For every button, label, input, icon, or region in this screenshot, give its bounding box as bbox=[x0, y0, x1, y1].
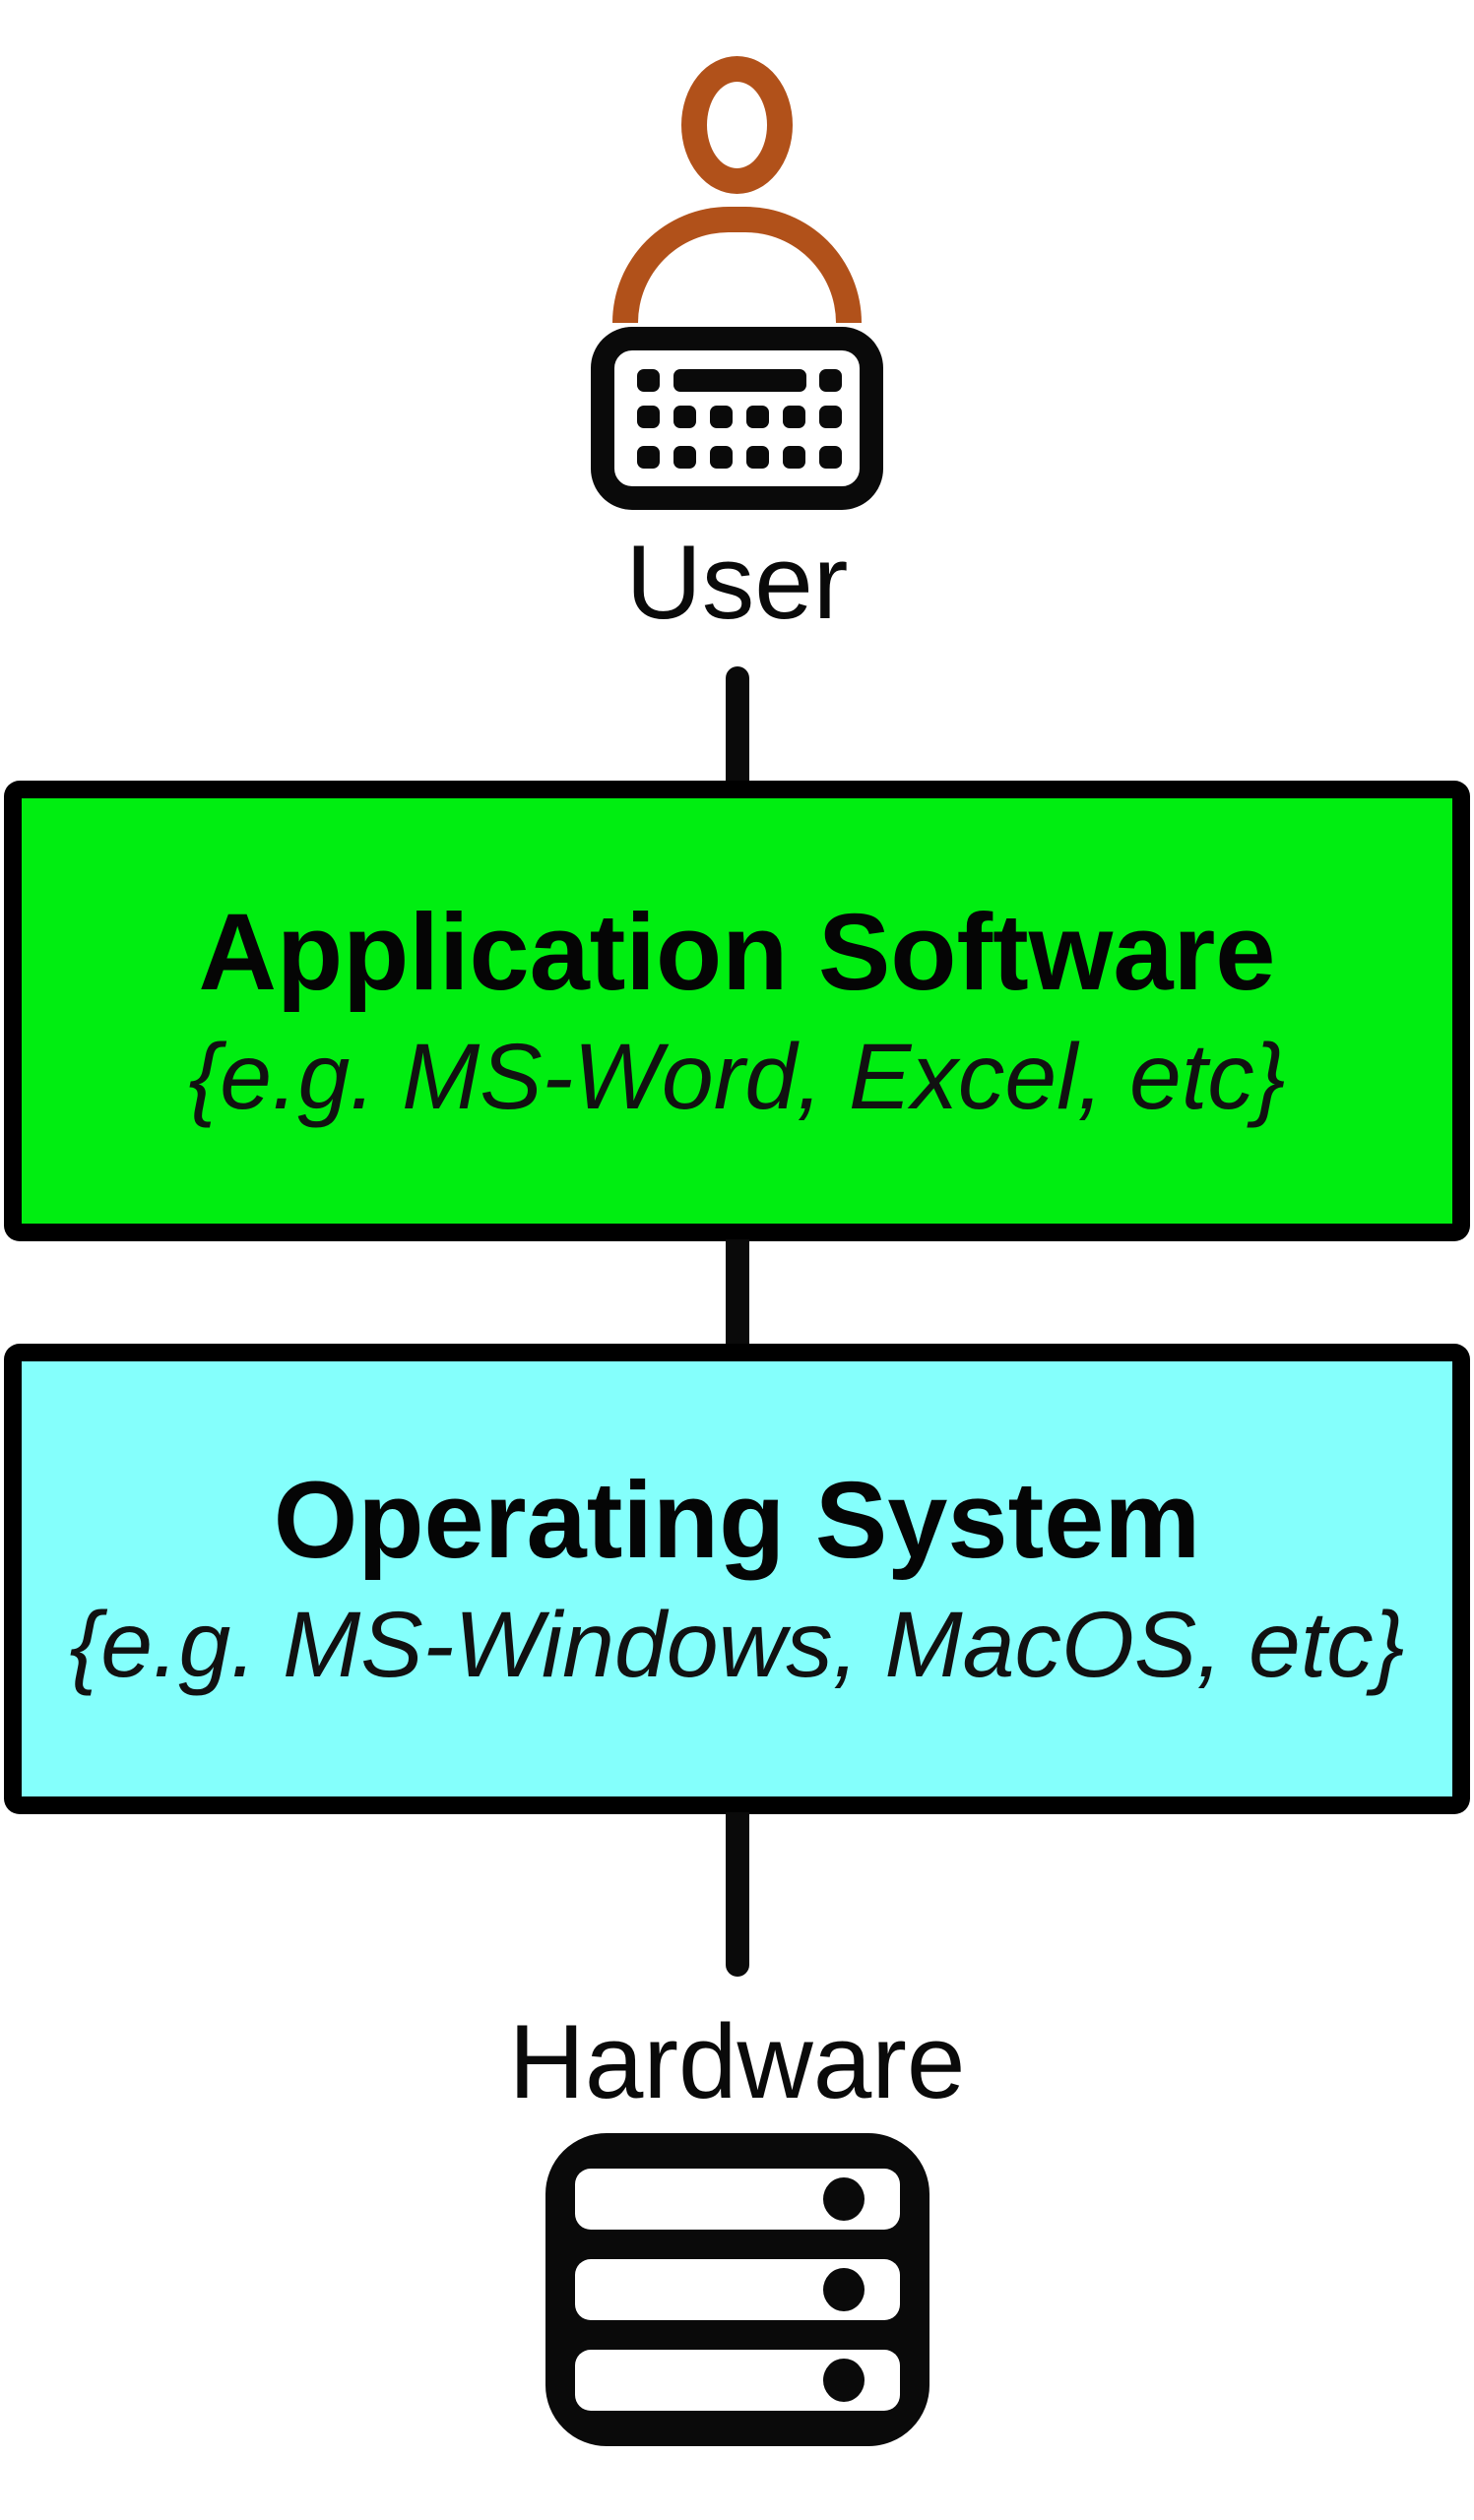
layer-box-operating-system: Operating System {e.g. MS-Windows, MacOS… bbox=[4, 1344, 1470, 1814]
keyboard-key bbox=[745, 406, 769, 428]
keyboard-key bbox=[673, 406, 696, 428]
server-rack-row bbox=[574, 2259, 900, 2320]
server-led-dot bbox=[822, 2359, 865, 2402]
keyboard-key bbox=[782, 446, 805, 469]
server-led-dot bbox=[822, 2177, 865, 2221]
connector-user-to-application bbox=[725, 666, 749, 785]
keyboard-key bbox=[709, 446, 733, 469]
keyboard-key bbox=[745, 446, 769, 469]
server-icon bbox=[545, 2133, 929, 2446]
keyboard-key bbox=[782, 406, 805, 428]
server-rack-row bbox=[574, 2350, 900, 2411]
keyboard-key bbox=[673, 446, 696, 469]
keyboard-spacebar-key bbox=[673, 369, 806, 392]
connector-application-to-os bbox=[725, 1239, 749, 1346]
keyboard-key bbox=[818, 446, 842, 469]
person-shoulders-icon bbox=[611, 207, 862, 323]
keyboard-icon bbox=[590, 327, 883, 510]
server-led-dot bbox=[822, 2268, 865, 2311]
user-label: User bbox=[625, 523, 849, 641]
keyboard-key bbox=[636, 406, 660, 428]
keyboard-key bbox=[709, 406, 733, 428]
operating-system-subtitle: {e.g. MS-Windows, MacOS, etc} bbox=[69, 1593, 1405, 1698]
keyboard-key bbox=[636, 369, 660, 392]
application-software-title: Application Software bbox=[198, 892, 1276, 1014]
connector-os-to-hardware bbox=[725, 1812, 749, 1977]
keyboard-key bbox=[818, 406, 842, 428]
operating-system-title: Operating System bbox=[273, 1460, 1201, 1582]
layer-box-application-software: Application Software {e.g. MS-Word, Exce… bbox=[4, 781, 1470, 1241]
keyboard-key bbox=[636, 446, 660, 469]
person-head-icon bbox=[680, 56, 793, 194]
application-software-subtitle: {e.g. MS-Word, Excel, etc} bbox=[188, 1025, 1286, 1130]
server-rack-row bbox=[574, 2169, 900, 2230]
keyboard-key bbox=[818, 369, 842, 392]
hardware-label: Hardware bbox=[508, 2002, 966, 2120]
